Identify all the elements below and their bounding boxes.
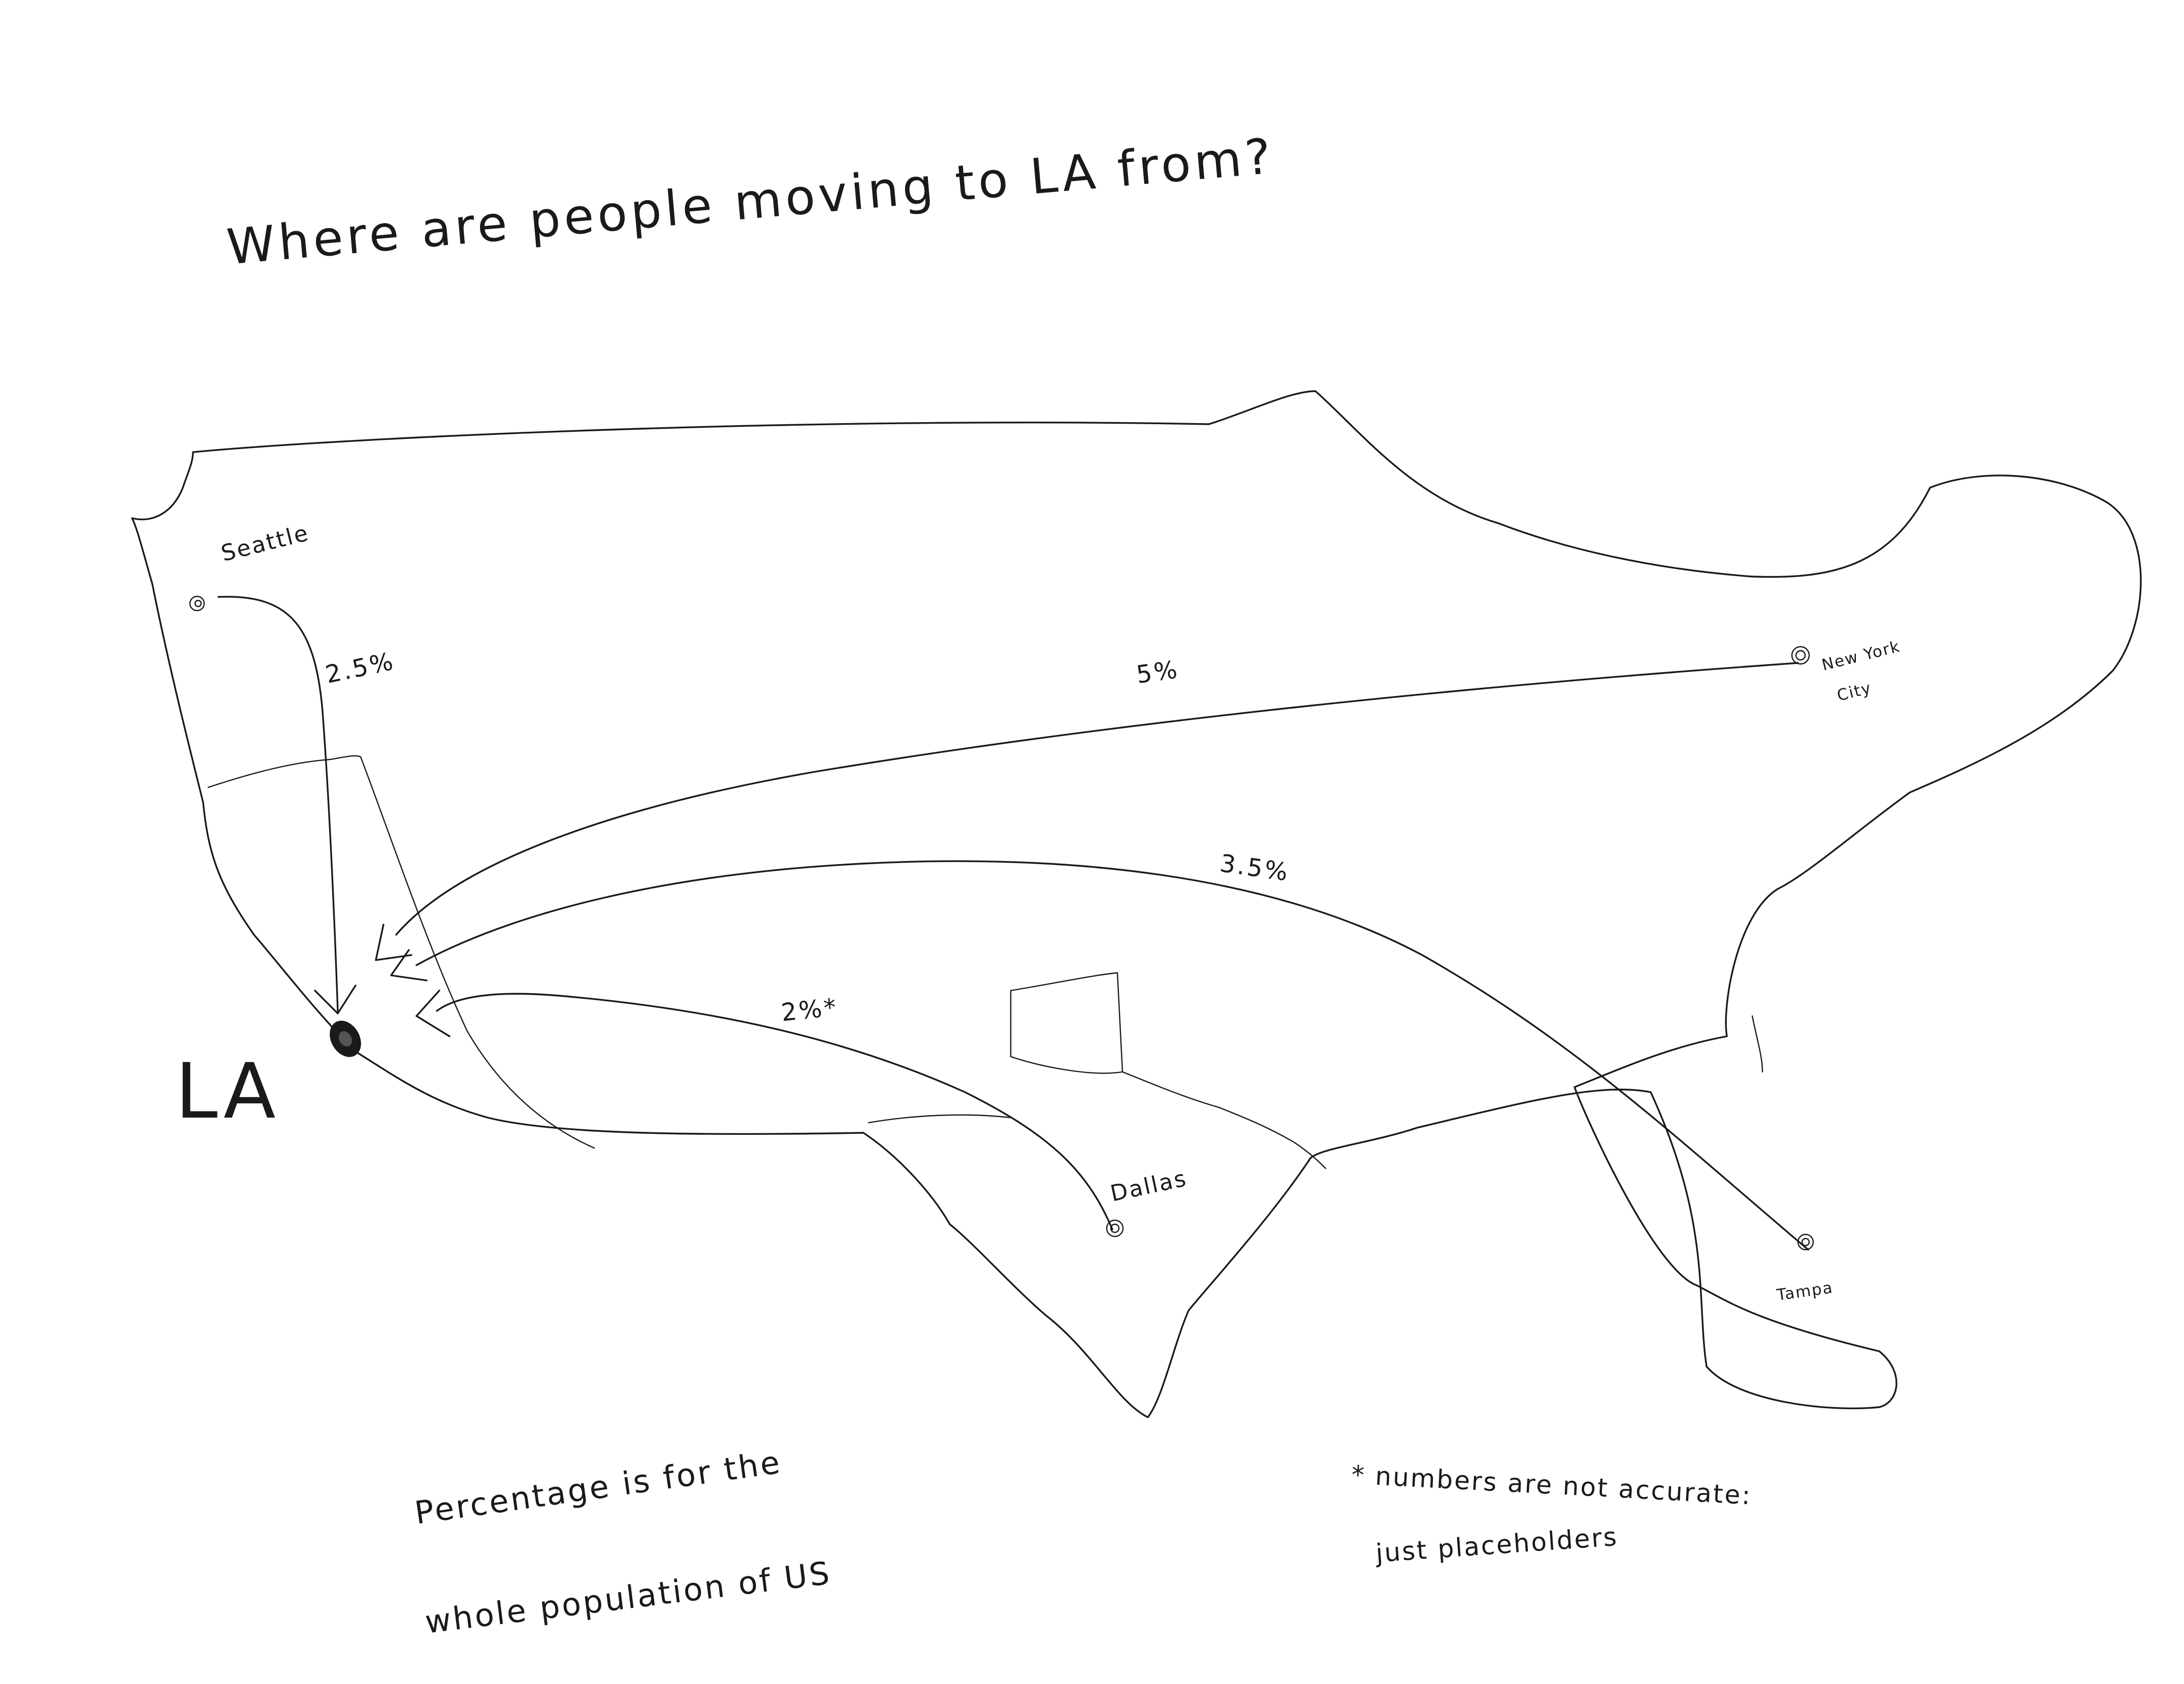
note-percentage-line2: whole population of US <box>423 1554 833 1641</box>
note-disclaimer-line1: * numbers are not accurate: <box>1351 1460 1752 1510</box>
texas-border <box>868 972 1327 1169</box>
california-border <box>207 755 595 1149</box>
arrowhead-seattle <box>314 984 357 1014</box>
dot-la-icon <box>330 1021 361 1057</box>
flow-line-dallas <box>436 993 1113 1230</box>
us-outline <box>131 390 2142 1418</box>
arrowhead-dallas <box>415 990 451 1037</box>
destination-label-la: LA <box>175 1047 280 1136</box>
arrowhead-tampa <box>390 949 428 981</box>
city-label-tampa: Tampa <box>1775 1279 1835 1305</box>
flow-line-tampa <box>415 860 1809 1251</box>
note-disclaimer-line2: just placeholders <box>1374 1522 1619 1568</box>
florida-border <box>1751 1015 1763 1073</box>
map-title: Where are people moving to LA from? <box>224 128 1276 276</box>
dot-seattle-icon <box>189 595 205 612</box>
percent-label-nyc: 5% <box>1135 655 1181 689</box>
dot-dallas-icon <box>1106 1219 1124 1237</box>
city-label-nyc-line2: City <box>1835 679 1873 705</box>
percent-label-dallas: 2%* <box>780 993 839 1027</box>
city-label-dallas: Dallas <box>1108 1165 1190 1207</box>
dot-nyc-icon <box>1791 646 1810 665</box>
city-label-seattle: Seattle <box>218 520 312 566</box>
percent-label-seattle: 2.5% <box>323 647 398 689</box>
flow-line-seattle <box>217 595 339 1012</box>
flow-line-nyc <box>395 662 1799 936</box>
city-label-nyc-line1: New York <box>1820 638 1902 675</box>
percent-label-tampa: 3.5% <box>1218 849 1291 887</box>
arrowhead-nyc <box>375 924 412 961</box>
dot-tampa-icon <box>1797 1233 1814 1251</box>
note-percentage-line1: Percentage is for the <box>412 1443 784 1532</box>
